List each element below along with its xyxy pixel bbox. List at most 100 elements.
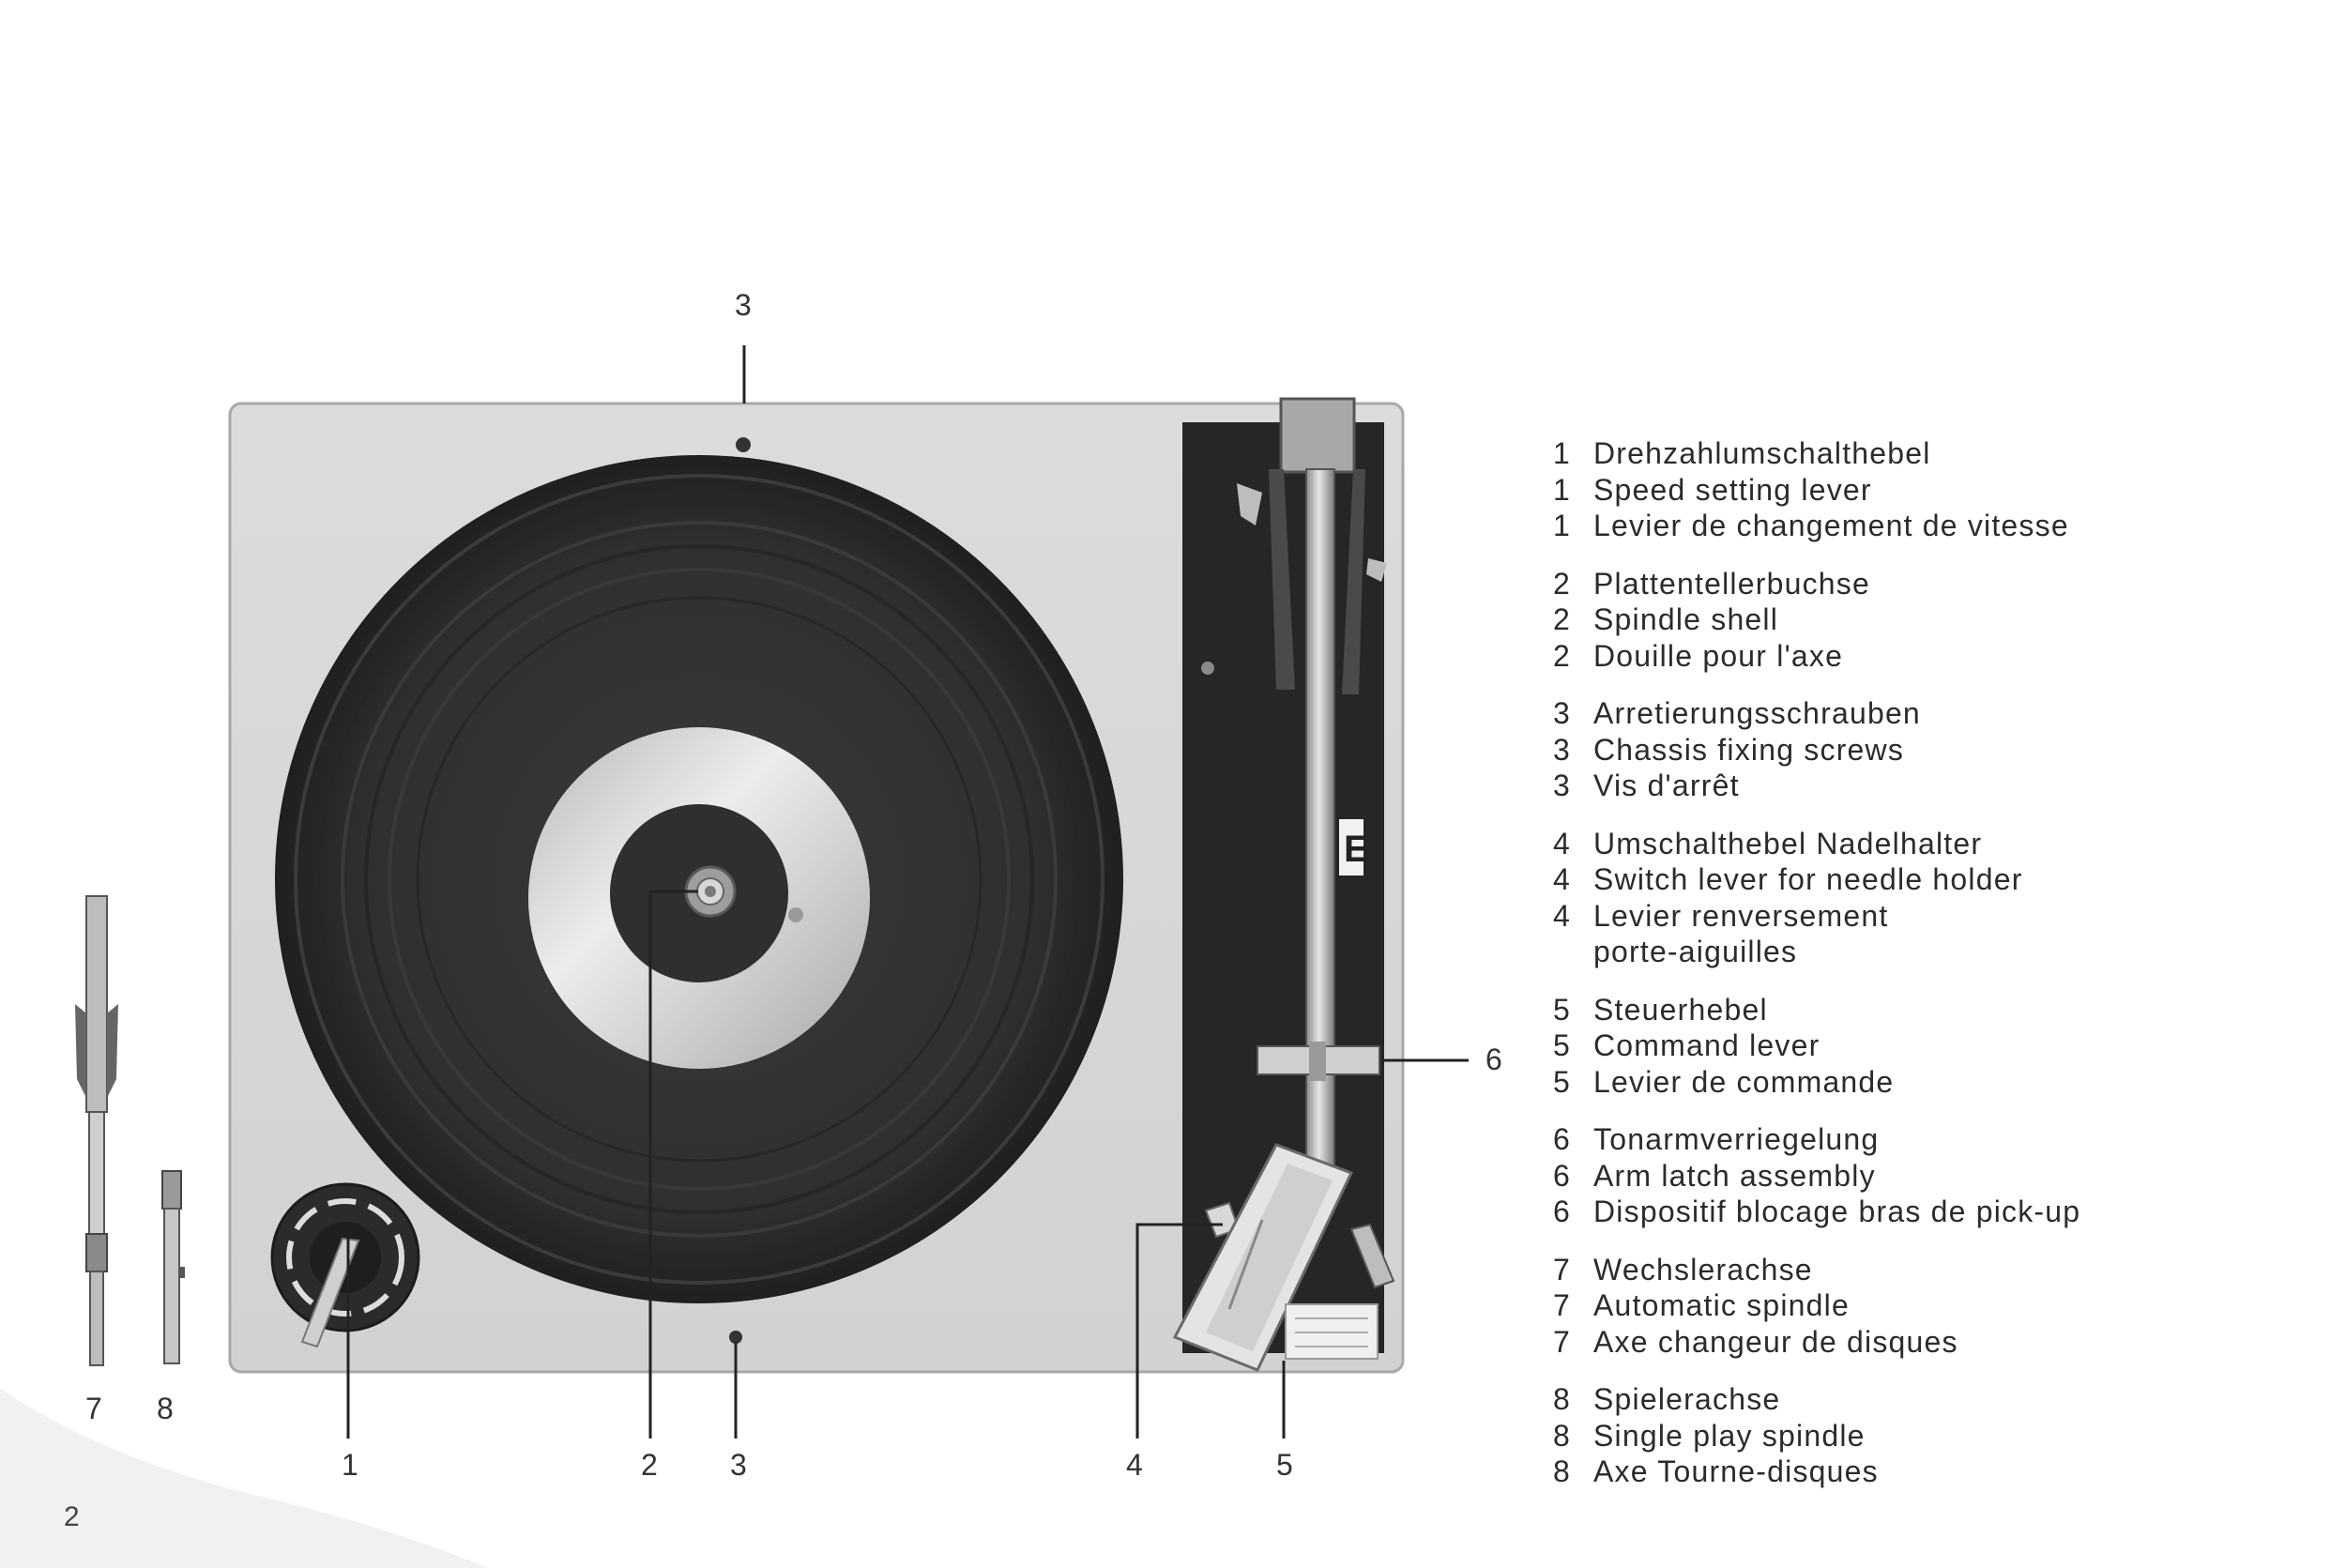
logo-letter: E: [1344, 829, 1369, 870]
legend-entry-text: Tonarmverriegelung: [1593, 1122, 1880, 1156]
legend-entry-text: Levier renversement: [1593, 898, 1889, 933]
legend-entry: 4 Levier renversement: [1553, 898, 2323, 935]
legend-entry: 5 Steuerhebel: [1553, 992, 2323, 1028]
arm-latch-assembly: [1257, 1042, 1380, 1081]
callout-1: 1: [342, 1448, 358, 1482]
legend-entry-text: Axe Tourne-disques: [1593, 1454, 1879, 1488]
legend-entry-number: 2: [1553, 566, 1571, 601]
chassis-screw-top: [736, 437, 751, 452]
legend-entry-number: 5: [1553, 992, 1571, 1027]
legend-entry: 6 Dispositif blocage bras de pick-up: [1553, 1194, 2323, 1230]
chassis-screw-bottom: [729, 1331, 742, 1344]
legend-entry-number: 1: [1553, 472, 1571, 507]
legend-entry: 4 Switch lever for needle holder: [1553, 861, 2323, 898]
legend-entry-text: Spielerachse: [1593, 1382, 1781, 1416]
callout-3: 3: [730, 1448, 747, 1482]
legend-entry: 1 Speed setting lever: [1553, 472, 2323, 509]
legend-entry-text: Speed setting lever: [1593, 472, 1872, 507]
legend-entry-number: 5: [1553, 1028, 1571, 1062]
legend-entry-text: Axe changeur de disques: [1593, 1324, 1958, 1359]
legend-entry-number: 4: [1553, 898, 1571, 933]
callout-top-3: 3: [735, 288, 752, 322]
legend-entry: 5 Levier de commande: [1553, 1064, 2323, 1101]
automatic-spindle: [75, 895, 118, 1366]
legend-entry: 1 Levier de changement de vitesse: [1553, 508, 2323, 544]
legend-entry-text: porte-aiguilles: [1593, 935, 1798, 968]
legend-entry-text: Levier de commande: [1593, 1064, 1895, 1099]
legend-entry-number: 8: [1553, 1418, 1571, 1453]
legend-entry-text: Vis d'arrêt: [1593, 769, 1740, 802]
callout-5: 5: [1276, 1448, 1293, 1482]
legend-entry: 6 Arm latch assembly: [1553, 1158, 2323, 1195]
page-number: 2: [64, 1501, 80, 1532]
legend-entry-text: Levier de changement de vitesse: [1593, 509, 2069, 542]
legend-entry: 8 Spielerachse: [1553, 1381, 2323, 1418]
tonearm-pivot: [1237, 397, 1387, 694]
legend-entry-number: 4: [1553, 862, 1571, 896]
legend-entry-number: 4: [1553, 826, 1571, 860]
panel-screw: [1201, 662, 1214, 675]
legend-entry-text: Chassis fixing screws: [1593, 732, 1905, 767]
legend-entry: 3 Chassis fixing screws: [1553, 732, 2323, 769]
legend-entry-number: 2: [1553, 602, 1571, 636]
legend-entry: 2 Douille pour l'axe: [1553, 638, 2323, 675]
pickup-head: [1172, 1143, 1354, 1372]
legend-entry-number: 6: [1553, 1195, 1571, 1228]
legend-entry-number: 3: [1553, 696, 1571, 730]
legend-entry: porte-aiguilles: [1553, 934, 2323, 970]
callout-4: 4: [1126, 1448, 1143, 1482]
legend-entry: 2 Spindle shell: [1553, 601, 2323, 638]
legend-entry: 5 Command lever: [1553, 1028, 2323, 1064]
legend-entry-text: Spindle shell: [1593, 602, 1779, 636]
legend-entry-text: Douille pour l'axe: [1593, 638, 1844, 673]
legend-entry-text: Plattentellerbuchse: [1593, 566, 1870, 601]
callout-6: 6: [1485, 1043, 1502, 1076]
legend-entry-text: Umschalthebel Nadelhalter: [1593, 826, 1983, 860]
legend-entry-number: 1: [1553, 509, 1571, 542]
legend-entry-number: 3: [1553, 732, 1571, 767]
legend-entry-text: Wechslerachse: [1593, 1252, 1813, 1286]
legend-entry: 2 Plattentellerbuchse: [1553, 566, 2323, 602]
legend-entry: 1 Drehzahlumschalthebel: [1553, 435, 2323, 472]
legend-entry-number: 3: [1553, 769, 1571, 802]
legend-entry-number: 7: [1553, 1252, 1571, 1286]
legend-entry-number: 6: [1553, 1158, 1571, 1193]
callout-2: 2: [641, 1448, 658, 1482]
logo-plate: [1339, 819, 1363, 875]
leader-lines: [346, 345, 1469, 1439]
legend-entry-text: Steuerhebel: [1593, 992, 1768, 1027]
legend-entry: 7 Axe changeur de disques: [1553, 1324, 2323, 1361]
legend-entry-number: 5: [1553, 1064, 1571, 1099]
callout-8: 8: [157, 1392, 174, 1425]
command-lever: [1349, 1223, 1395, 1289]
legend-entry: 6 Tonarmverriegelung: [1553, 1121, 2323, 1158]
legend-entry-text: Drehzahlumschalthebel: [1593, 436, 1931, 470]
legend-entry: 7 Wechslerachse: [1553, 1252, 2323, 1288]
legend-entry-text: Command lever: [1593, 1028, 1820, 1062]
legend-entry-number: 2: [1553, 638, 1571, 673]
legend-entry-number: 8: [1553, 1382, 1571, 1416]
rating-plate: [1285, 1303, 1379, 1360]
legend-entry-number: 7: [1553, 1324, 1571, 1359]
legend-entry-text: Arm latch assembly: [1593, 1158, 1876, 1193]
callout-7: 7: [85, 1392, 102, 1425]
single-play-spindle: [161, 1170, 185, 1364]
legend-entry-number: 6: [1553, 1122, 1571, 1156]
legend-entry-text: Switch lever for needle holder: [1593, 862, 2023, 896]
legend-entry-number: 1: [1553, 436, 1571, 470]
legend-entry-text: Dispositif blocage bras de pick-up: [1593, 1195, 2081, 1228]
legend-entry: 4 Umschalthebel Nadelhalter: [1553, 826, 2323, 862]
legend-entry-text: Automatic spindle: [1593, 1288, 1850, 1322]
speed-setting-knob: [270, 1182, 420, 1348]
